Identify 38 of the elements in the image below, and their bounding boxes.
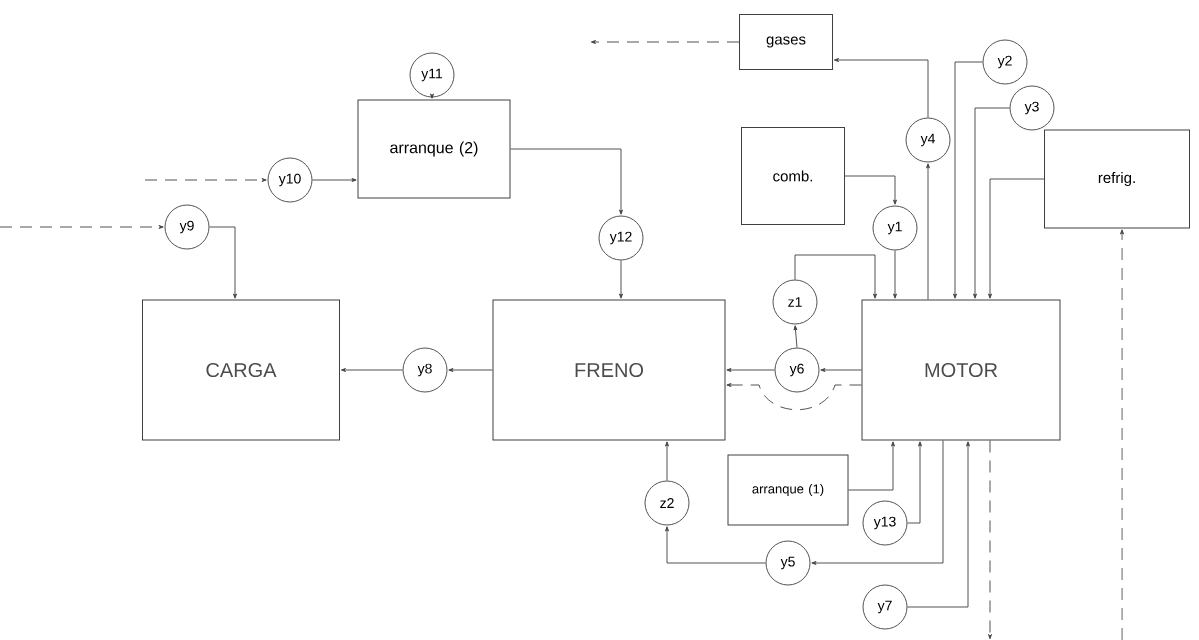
arrow [665, 441, 669, 481]
arrow [312, 178, 357, 182]
process-box: MOTOR [861, 299, 1061, 441]
arrow [907, 441, 922, 524]
arrow [953, 61, 983, 299]
arrow [726, 368, 775, 372]
arrow [448, 368, 493, 372]
arrow [893, 250, 897, 299]
arrow [833, 58, 929, 118]
process-box: CARGA [142, 299, 340, 441]
arrow [926, 163, 930, 300]
arrow [144, 178, 267, 182]
arrow [209, 226, 237, 299]
arrow [726, 383, 862, 411]
arrow [820, 368, 862, 372]
arrow [844, 175, 897, 205]
process-box: refrig. [1044, 129, 1190, 229]
arrow [430, 93, 434, 99]
arrow [907, 441, 970, 608]
arrow [988, 178, 1045, 299]
arrow [510, 148, 623, 215]
process-box: arranque (2) [357, 99, 511, 199]
arrow [973, 107, 1010, 299]
arrow [590, 40, 740, 44]
arrow [848, 441, 895, 491]
arrow [340, 368, 403, 372]
arrow [0, 225, 164, 229]
arrow [794, 254, 877, 299]
arrow [988, 440, 992, 640]
process-box: FRENO [492, 299, 726, 441]
arrow [619, 260, 623, 299]
arrow [811, 440, 944, 565]
process-box: comb. [741, 127, 845, 225]
arrow [1120, 229, 1124, 640]
process-box: arranque (1) [727, 454, 849, 526]
process-box: gases [739, 14, 833, 70]
arrow [793, 325, 798, 348]
arrow [665, 526, 766, 564]
